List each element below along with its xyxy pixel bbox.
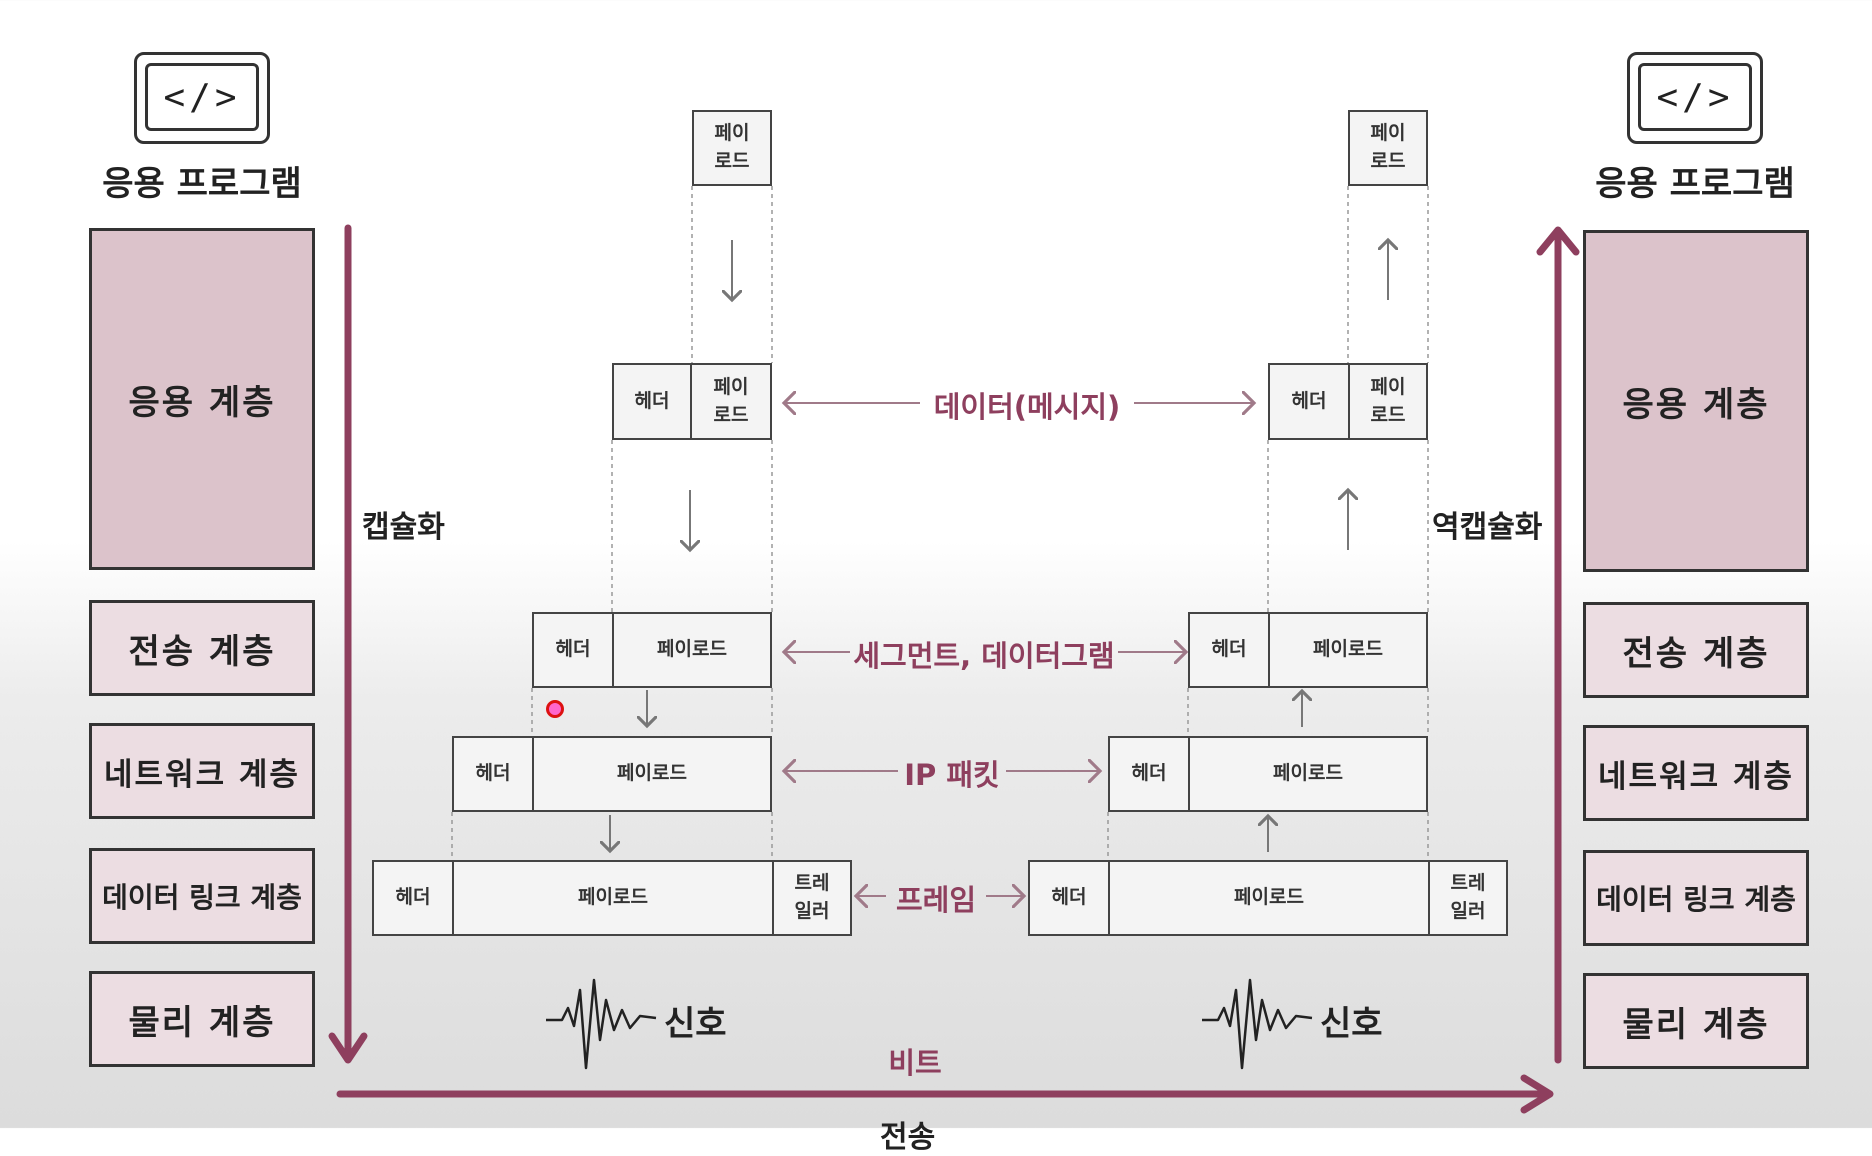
left-app-payload: 페이 로드 [692, 110, 772, 186]
code-brackets-icon: </> [145, 63, 259, 131]
left-layer-datalink: 데이터 링크 계층 [89, 848, 315, 944]
right-segment-header: 헤더 [1188, 612, 1270, 688]
right-app-payload-2: 페이 로드 [1348, 363, 1428, 440]
right-segment-payload: 페이로드 [1268, 612, 1428, 688]
diagram-lines [328, 186, 1580, 1114]
bit-label: 비트 [888, 1046, 942, 1080]
left-layer-transport: 전송 계층 [89, 600, 315, 696]
left-layer-physical: 물리 계층 [89, 971, 315, 1067]
right-frame-payload: 페이로드 [1108, 860, 1430, 936]
right-layer-transport: 전송 계층 [1583, 602, 1809, 698]
right-packet-payload: 페이로드 [1188, 736, 1428, 812]
app-code-icon-right: </> [1627, 52, 1763, 144]
left-signal-label: 신호 [664, 1004, 727, 1044]
right-frame-header: 헤더 [1028, 860, 1110, 936]
left-layer-application: 응용 계층 [89, 228, 315, 570]
left-app-header: 헤더 [612, 363, 692, 440]
left-segment-payload: 페이로드 [612, 612, 772, 688]
right-layer-datalink: 데이터 링크 계층 [1583, 850, 1809, 946]
encapsulation-label: 캡슐화 [362, 510, 445, 545]
left-frame-trailer: 트레 일러 [772, 860, 852, 936]
pdu-label-segment: 세그먼트, 데이터그램 [853, 639, 1115, 673]
right-layer-application: 응용 계층 [1583, 230, 1809, 572]
pdu-label-frame: 프레임 [895, 883, 977, 917]
right-app-payload: 페이 로드 [1348, 110, 1428, 186]
right-layer-physical: 물리 계층 [1583, 973, 1809, 1069]
right-frame-trailer: 트레 일러 [1428, 860, 1508, 936]
app-code-icon-left: </> [134, 52, 270, 144]
left-layer-network: 네트워크 계층 [89, 723, 315, 819]
pdu-label-packet: IP 패킷 [904, 758, 1000, 792]
left-frame-payload: 페이로드 [452, 860, 774, 936]
left-app-payload-2: 페이 로드 [690, 363, 772, 440]
right-signal-label: 신호 [1320, 1004, 1383, 1044]
code-brackets-icon: </> [1638, 63, 1752, 131]
right-app-title: 응용 프로그램 [1595, 164, 1795, 204]
left-app-title: 응용 프로그램 [102, 164, 302, 204]
right-layer-network: 네트워크 계층 [1583, 725, 1809, 821]
cursor-pointer-icon [546, 700, 564, 718]
left-segment-header: 헤더 [532, 612, 614, 688]
left-frame-header: 헤더 [372, 860, 454, 936]
pdu-label-message: 데이터(메시지) [933, 390, 1121, 424]
right-app-header: 헤더 [1268, 363, 1350, 440]
right-packet-header: 헤더 [1108, 736, 1190, 812]
bottom-cut-label: 전송 [880, 1120, 936, 1155]
left-packet-payload: 페이로드 [532, 736, 772, 812]
left-packet-header: 헤더 [452, 736, 534, 812]
decapsulation-label: 역캡슐화 [1432, 510, 1543, 545]
